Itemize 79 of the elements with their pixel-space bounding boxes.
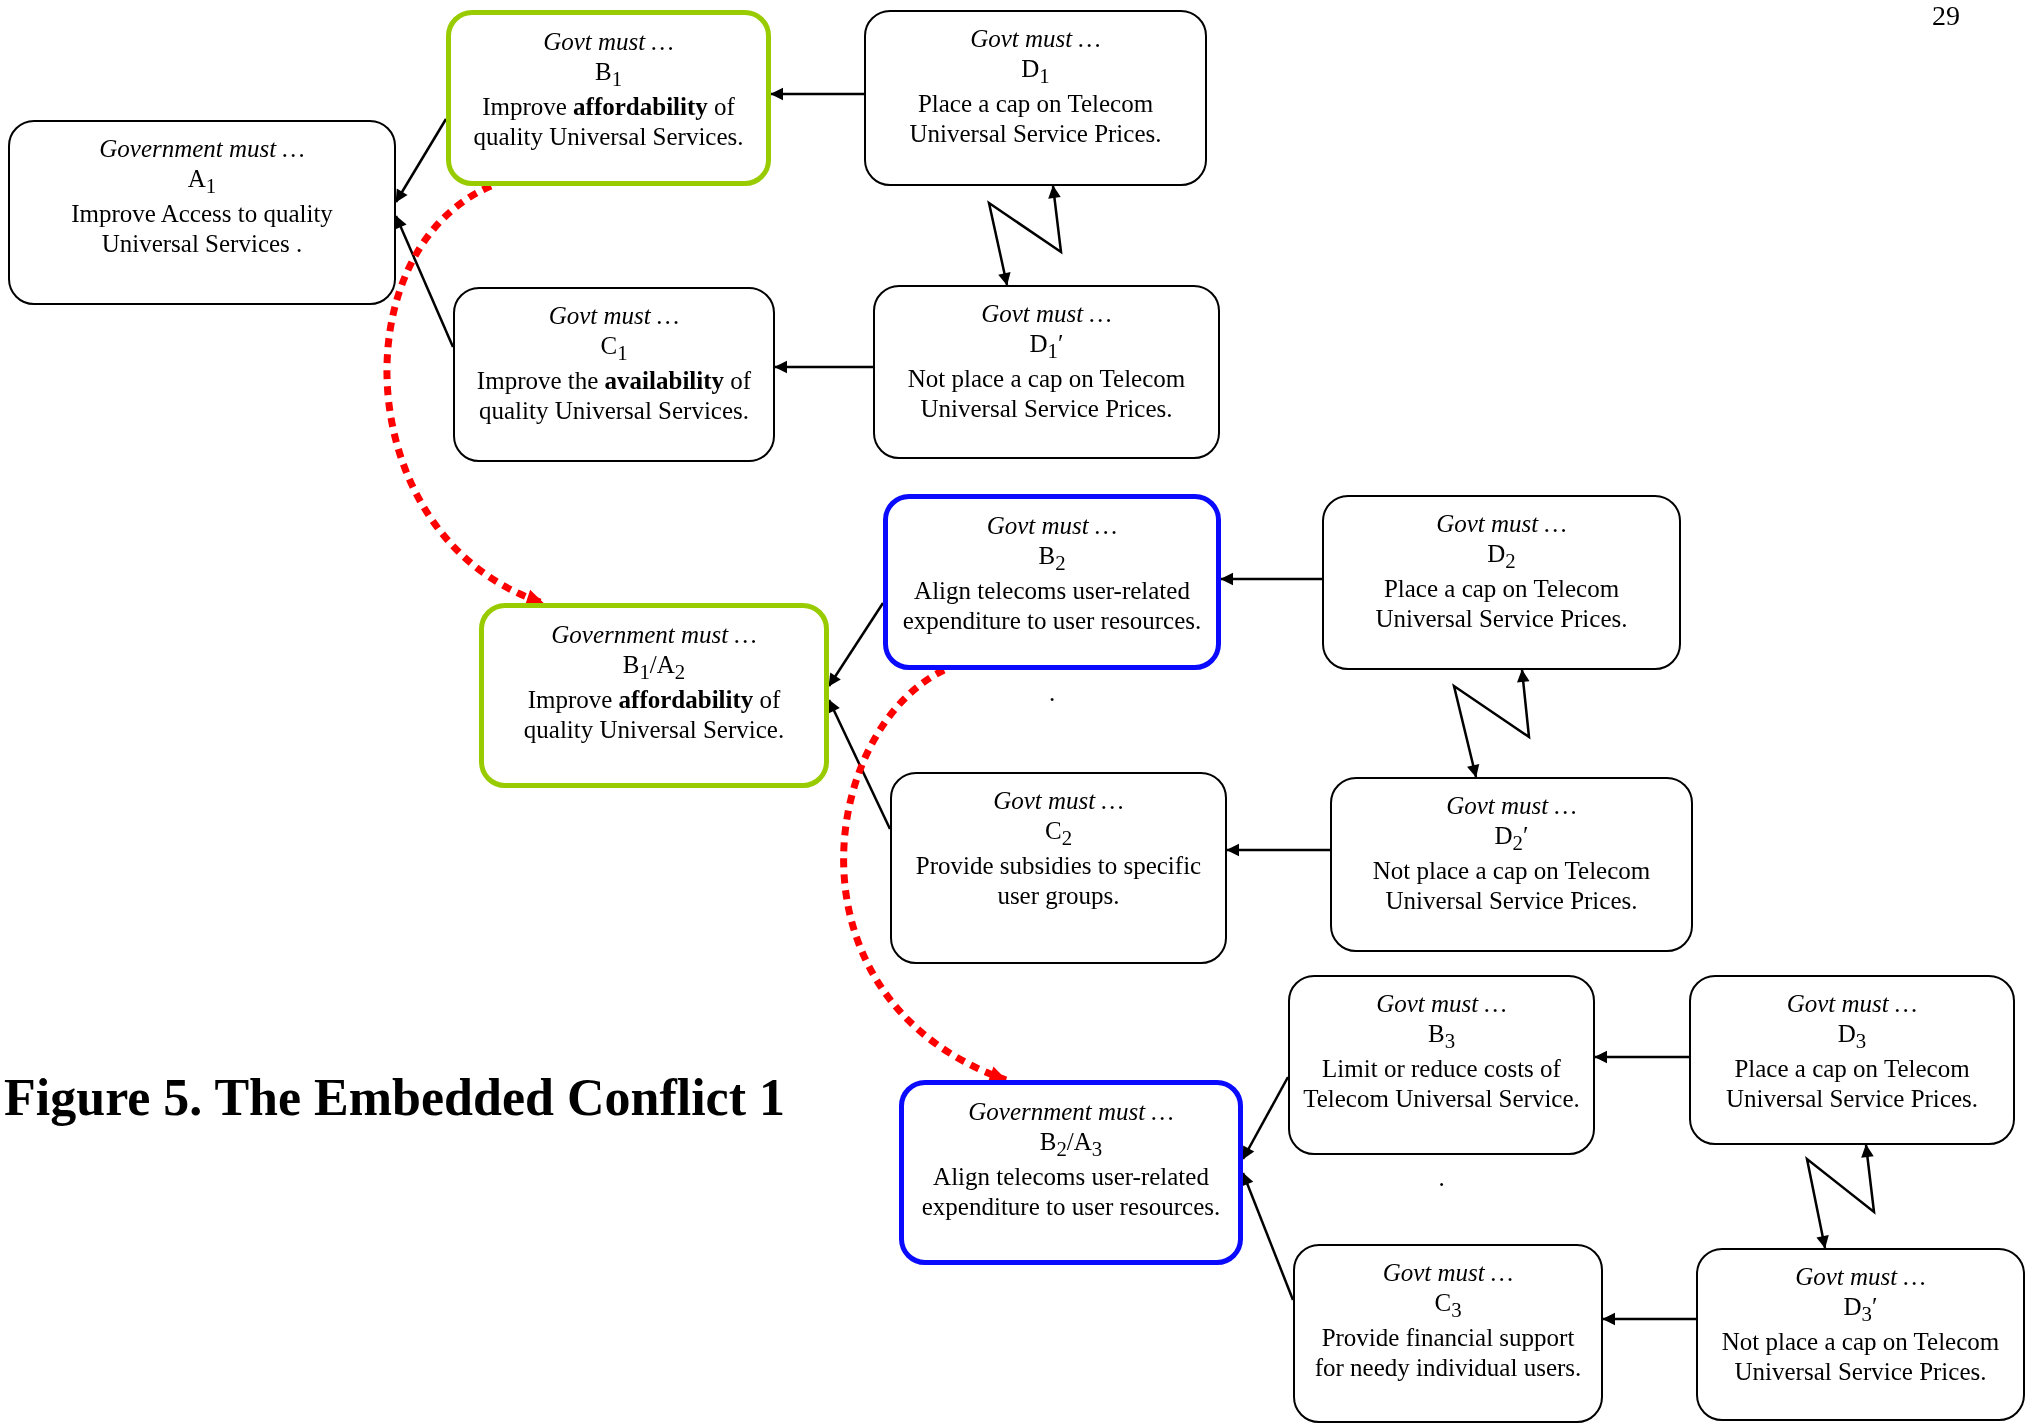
arrow	[770, 87, 864, 101]
figure-title: Figure 5. The Embedded Conflict 1	[4, 1068, 785, 1127]
node-text: Not place a cap on Telecom Universal Service Prices.	[1720, 1327, 2001, 1387]
heading-text: Govt must …	[981, 299, 1112, 329]
heading-text: Govt must …	[548, 301, 680, 331]
dot-text: .	[1049, 680, 1056, 705]
node-code: D$_{1}$	[1021, 54, 1050, 89]
arrow	[1594, 1050, 1689, 1064]
node-text: Improve the availability of quality Universal Services.	[475, 366, 753, 426]
heading-text: Govt must …	[1376, 989, 1507, 1019]
process-box	[864, 10, 1207, 186]
node-text: Not place a cap on Telecom Universal Service Prices.	[906, 364, 1187, 424]
arrow	[394, 215, 455, 348]
node-text: Place a cap on Telecom Universal Service Prices.	[1374, 574, 1629, 634]
node-text: Improve Access to quality Universal Services .	[70, 199, 334, 259]
process-box	[883, 494, 1221, 670]
node-text: Provide subsidies to specific user groups.	[914, 851, 1203, 911]
node-code: D$_{3}$′	[1843, 1292, 1878, 1327]
conflict-arrow	[1805, 1144, 1876, 1249]
process-box	[899, 1080, 1243, 1265]
heading-text: Govt must …	[993, 786, 1124, 816]
page-number: 29	[1932, 0, 1960, 32]
arrow	[1220, 572, 1322, 586]
heading-text: Govt must …	[970, 24, 1101, 54]
node-text: Not place a cap on Telecom Universal Service Prices.	[1371, 856, 1652, 916]
heading-text: Govt must …	[1786, 989, 1918, 1019]
arrow	[1241, 1172, 1295, 1301]
arrow	[1226, 843, 1330, 857]
node-text: Place a cap on Telecom Universal Service Prices.	[908, 89, 1163, 149]
process-box	[1288, 975, 1595, 1155]
process-box	[479, 603, 829, 788]
node-code: B$_{1}$/A$_{2}$	[622, 650, 686, 685]
process-box	[1330, 777, 1693, 952]
node-code: B$_{2}$/A$_{3}$	[1039, 1127, 1103, 1162]
heading-text: Govt must …	[986, 511, 1118, 541]
process-box	[873, 285, 1220, 459]
process-box	[890, 772, 1227, 964]
heading-text: Government must …	[551, 620, 757, 650]
arrow	[1602, 1312, 1696, 1326]
process-box	[8, 120, 396, 305]
node-code: A$_{1}$	[187, 164, 217, 199]
heading-text: Govt must …	[1436, 509, 1567, 539]
node-code: D$_{2}$′	[1494, 821, 1529, 856]
node-text: Improve affordability of quality Universal Service.	[522, 685, 786, 745]
arrow	[394, 118, 448, 203]
node-text: Provide financial support for needy individual users.	[1313, 1323, 1583, 1383]
node-text: Align telecoms user-related expenditure to user resources.	[920, 1162, 1222, 1222]
node-code: B$_{2}$	[1038, 541, 1066, 576]
heading-text: Govt must …	[543, 27, 674, 57]
node-code: D$_{3}$	[1837, 1019, 1867, 1054]
node-code: C$_{3}$	[1434, 1288, 1462, 1323]
heading-text: Govt must …	[1382, 1258, 1514, 1288]
process-box	[1322, 495, 1681, 670]
process-box	[446, 10, 771, 186]
conflict-arrow	[1452, 669, 1531, 778]
node-text: Improve affordability of quality Universal Services.	[472, 92, 745, 152]
heading-text: Govt must …	[1446, 791, 1577, 821]
node-code: C$_{1}$	[600, 331, 628, 366]
heading-text: Govt must …	[1795, 1262, 1926, 1292]
node-code: C$_{2}$	[1044, 816, 1073, 851]
process-box	[1689, 975, 2015, 1145]
node-code: B$_{1}$	[594, 57, 623, 92]
node-text: Align telecoms user-related expenditure to user resources.	[901, 576, 1203, 636]
arrow	[1241, 1076, 1290, 1160]
process-box	[453, 287, 775, 462]
dot-text: .	[1438, 1165, 1445, 1190]
node-code: B$_{3}$	[1427, 1019, 1456, 1054]
arrow	[827, 699, 892, 830]
process-box	[1696, 1248, 2025, 1421]
heading-text: Government must …	[99, 134, 305, 164]
process-box	[1293, 1244, 1603, 1423]
node-text: Limit or reduce costs of Telecom Universal Service.	[1302, 1054, 1581, 1114]
conflict-arrow	[987, 185, 1063, 286]
node-code: D$_{2}$	[1487, 539, 1516, 574]
node-code: D$_{1}$′	[1029, 329, 1064, 364]
node-text: Place a cap on Telecom Universal Service Prices.	[1725, 1054, 1979, 1114]
arrow	[827, 602, 885, 687]
heading-text: Government must …	[968, 1097, 1174, 1127]
arrow	[774, 360, 873, 374]
